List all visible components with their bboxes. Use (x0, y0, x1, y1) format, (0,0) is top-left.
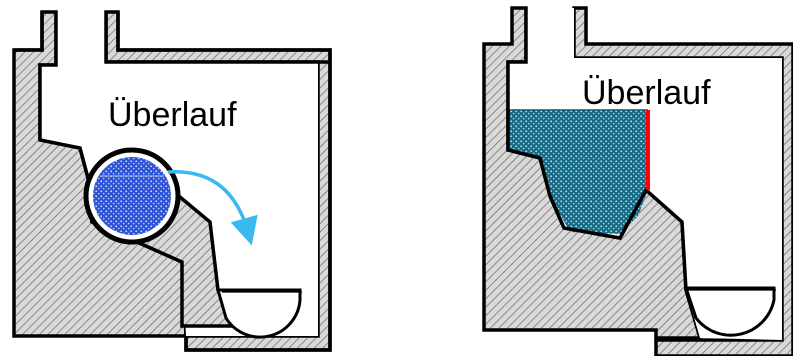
overflow-arrow (167, 170, 258, 246)
chamber-drawing-right (482, 6, 793, 356)
overflow-diagram-left: Überlauf (0, 0, 350, 356)
overflow-label: Überlauf (108, 96, 237, 134)
overflow-label: Überlauf (582, 74, 711, 112)
outlet-trough (683, 286, 776, 337)
water-body (508, 110, 648, 234)
chamber-interior (40, 12, 318, 336)
outlet-trough (216, 288, 302, 339)
pipe-water (93, 157, 171, 235)
chamber-outline (506, 8, 688, 291)
overflow-diagram-right: Überlauf (470, 0, 793, 356)
housing-frame (14, 12, 332, 352)
chamber-drawing-left (12, 10, 332, 352)
